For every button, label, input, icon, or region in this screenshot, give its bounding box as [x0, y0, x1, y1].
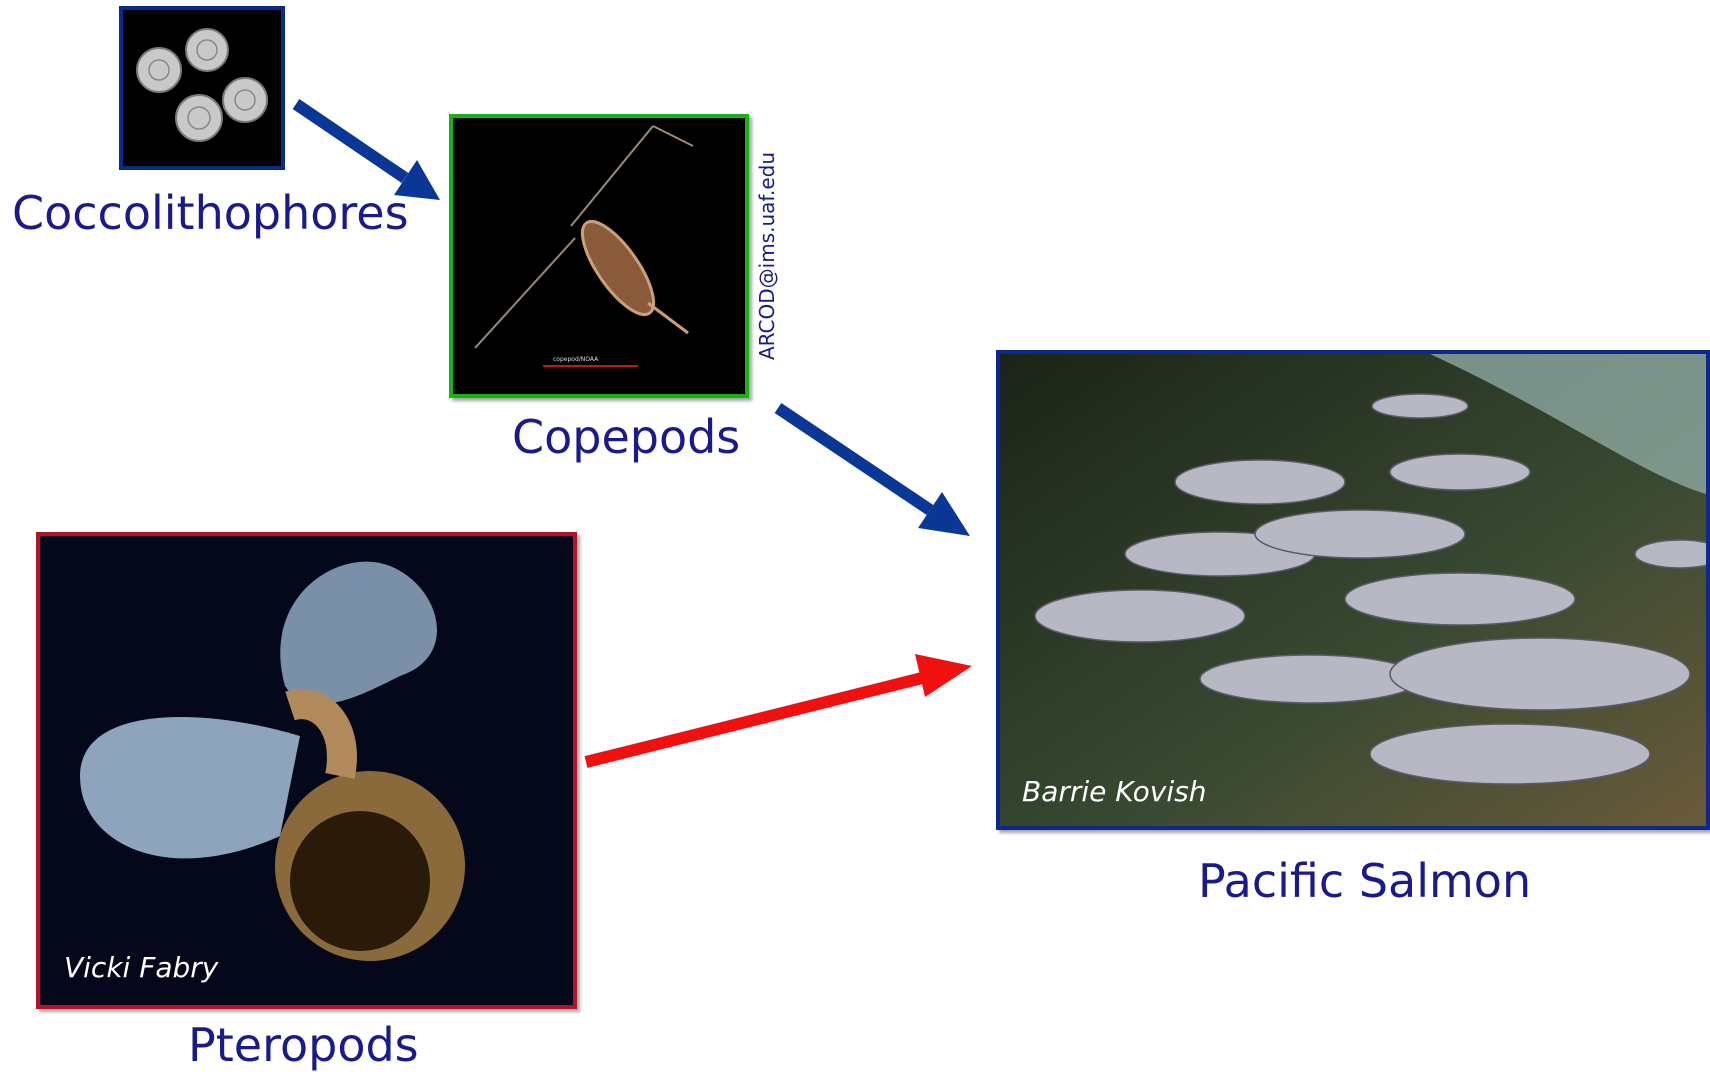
- arrow-coccolithophores-to-copepods: [296, 104, 440, 200]
- arrow-pteropods-to-salmon: [586, 654, 972, 762]
- arrow-copepods-to-salmon: [778, 408, 970, 536]
